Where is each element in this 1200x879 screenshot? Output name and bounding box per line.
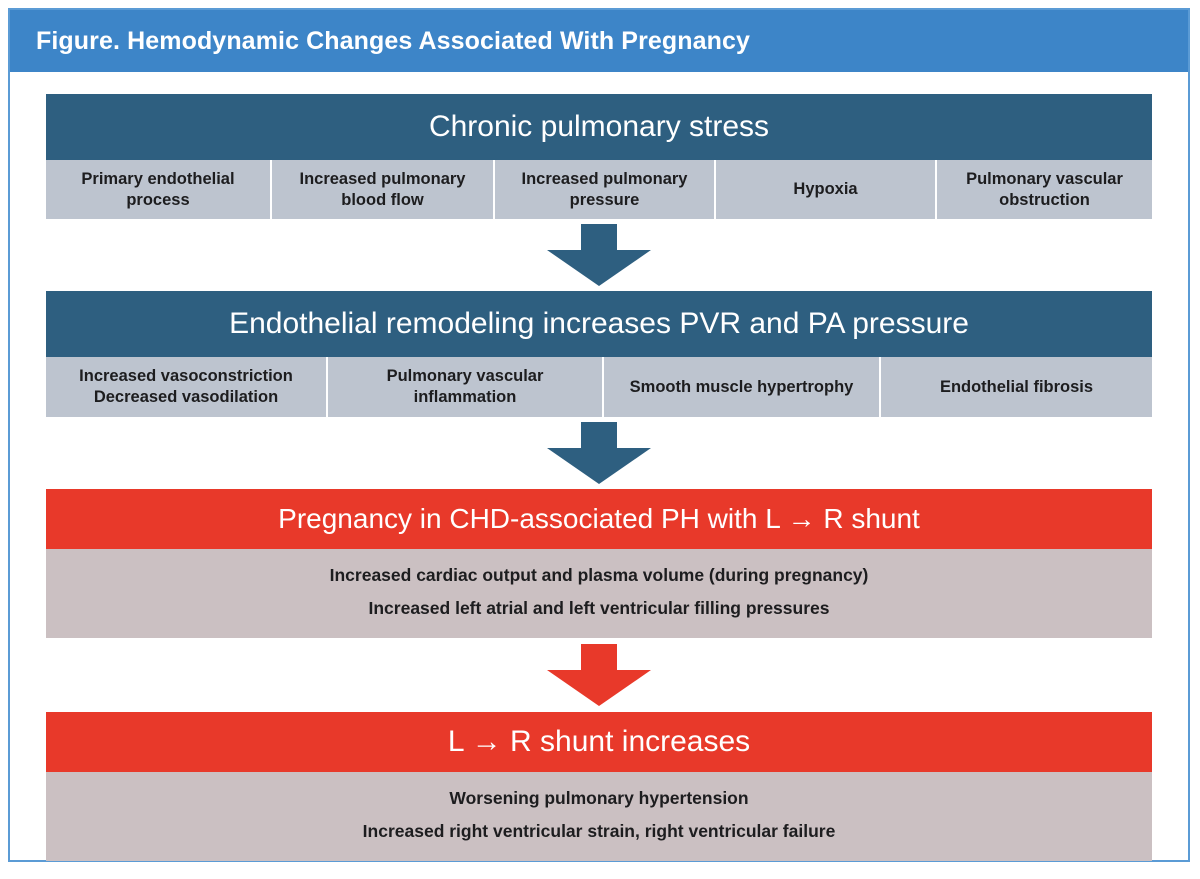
- subcell-line: inflammation: [413, 387, 517, 406]
- down-arrow-icon: [547, 643, 651, 706]
- subcell-row-endothelial-remodeling: Increased vasoconstriction Decreased vas…: [46, 357, 1152, 417]
- block-header-endothelial-remodeling: Endothelial remodeling increases PVR and…: [46, 291, 1152, 358]
- subcell-increased-pulmonary-pressure: Increased pulmonary pressure: [495, 160, 716, 220]
- subcell-line: Endothelial fibrosis: [939, 377, 1094, 396]
- substack-line: Worsening pulmonary hypertension: [449, 787, 749, 808]
- subcell-line: Pulmonary vascular: [386, 367, 544, 386]
- subcell-primary-endothelial-process: Primary endothelial process: [46, 160, 272, 220]
- subcell-endothelial-fibrosis: Endothelial fibrosis: [881, 357, 1152, 417]
- subcell-line: obstruction: [999, 190, 1090, 209]
- subcell-line: Decreased vasodilation: [93, 387, 279, 406]
- block-endothelial-remodeling: Endothelial remodeling increases PVR and…: [46, 291, 1152, 417]
- block-header-lr-shunt-increases: L → R shunt increases: [46, 711, 1152, 772]
- subcell-pulmonary-vascular-obstruction: Pulmonary vascular obstruction: [937, 160, 1152, 220]
- block-header-pregnancy-chd-ph: Pregnancy in CHD-associated PH with L → …: [46, 488, 1152, 549]
- substack-pregnancy-chd-ph: Increased cardiac output and plasma volu…: [46, 548, 1152, 638]
- connector-arrow-1: [46, 219, 1152, 291]
- block-lr-shunt-increases: L → R shunt increases Worsening pulmonar…: [46, 711, 1152, 861]
- subcell-line: pressure: [569, 190, 640, 209]
- subcell-row-chronic-pulmonary-stress: Primary endothelial process Increased pu…: [46, 160, 1152, 220]
- subcell-line: process: [126, 190, 190, 209]
- figure-title: Figure. Hemodynamic Changes Associated W…: [36, 26, 751, 55]
- subcell-line: Increased pulmonary: [299, 170, 466, 188]
- block-header-chronic-pulmonary-stress: Chronic pulmonary stress: [46, 94, 1152, 160]
- subcell-line: Increased pulmonary: [521, 170, 688, 188]
- subcell-line: blood flow: [341, 190, 424, 209]
- substack-line: Increased right ventricular strain, righ…: [362, 821, 836, 841]
- subcell-hypoxia: Hypoxia: [716, 160, 937, 220]
- flowchart-body: Chronic pulmonary stress Primary endothe…: [10, 72, 1188, 879]
- subcell-increased-pulmonary-blood-flow: Increased pulmonary blood flow: [272, 160, 495, 220]
- connector-arrow-3: [46, 638, 1152, 712]
- subcell-smooth-muscle-hypertrophy: Smooth muscle hypertrophy: [604, 357, 881, 417]
- connector-arrow-2: [46, 417, 1152, 489]
- block-chronic-pulmonary-stress: Chronic pulmonary stress Primary endothe…: [46, 94, 1152, 220]
- figure-title-bar: Figure. Hemodynamic Changes Associated W…: [10, 10, 1188, 72]
- substack-line: Increased left atrial and left ventricul…: [368, 598, 830, 618]
- subcell-pulmonary-vascular-inflammation: Pulmonary vascular inflammation: [328, 357, 604, 417]
- subcell-line: Increased vasoconstriction: [79, 367, 293, 386]
- substack-line: Increased cardiac output and plasma volu…: [329, 564, 869, 585]
- subcell-line: Primary endothelial: [81, 170, 235, 188]
- subcell-line: Hypoxia: [793, 180, 858, 199]
- subcell-vasoconstriction-vasodilation: Increased vasoconstriction Decreased vas…: [46, 357, 328, 417]
- substack-lr-shunt-increases: Worsening pulmonary hypertension Increas…: [46, 771, 1152, 861]
- subcell-line: Smooth muscle hypertrophy: [629, 377, 854, 396]
- figure-frame: Figure. Hemodynamic Changes Associated W…: [8, 8, 1190, 862]
- down-arrow-icon: [547, 224, 651, 287]
- subcell-line: Pulmonary vascular: [966, 170, 1123, 188]
- down-arrow-icon: [547, 421, 651, 484]
- block-pregnancy-chd-ph: Pregnancy in CHD-associated PH with L → …: [46, 488, 1152, 638]
